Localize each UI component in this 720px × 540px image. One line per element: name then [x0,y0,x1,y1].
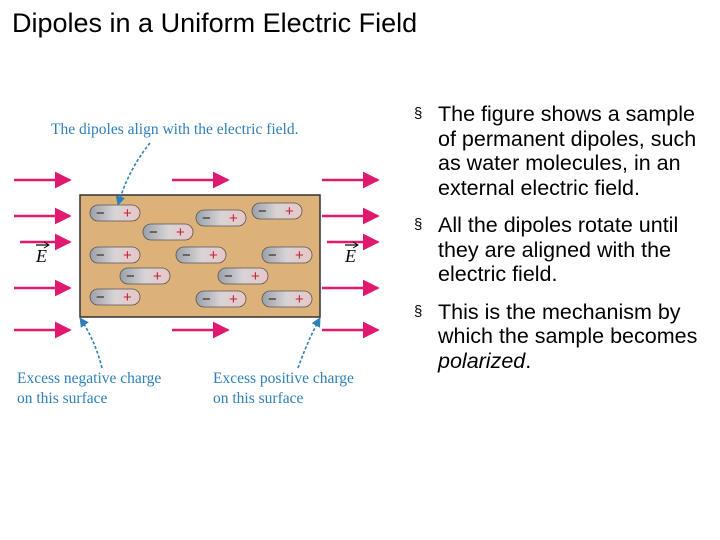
positive-charge-sign: + [123,205,132,222]
positive-charge-sign: + [123,247,132,264]
bottom-right-label-line-2: on this surface [213,390,304,407]
bullet-item: § The figure shows a sample of permanent… [414,102,714,200]
bullet-text: This is the mechanism by which the sampl… [438,299,698,373]
pointer-arrow [297,317,321,369]
positive-charge-sign: + [295,291,304,308]
dipole: −+ [195,290,247,308]
bottom-left-label-line-1: Excess negative charge [17,370,161,387]
emphasis-polarized: polarized [438,348,526,373]
pointer-arrow [115,142,151,206]
negative-charge-sign: − [268,247,277,264]
negative-charge-sign: − [96,247,105,264]
negative-charge-sign: − [224,268,233,285]
negative-charge-sign: − [202,210,211,227]
positive-charge-sign: + [209,247,218,264]
negative-charge-sign: − [149,224,158,241]
positive-charge-sign: + [285,203,294,220]
bullet-list: § The figure shows a sample of permanent… [414,102,714,386]
dipole: −+ [261,290,313,308]
dipole: −+ [89,246,141,264]
top-label: The dipoles align with the electric fiel… [51,121,299,138]
svg-text:E: E [35,246,47,266]
negative-charge-sign: − [96,205,105,222]
positive-charge-sign: + [153,268,162,285]
negative-charge-sign: − [202,291,211,308]
bullet-item: § All the dipoles rotate until they are … [414,213,714,287]
positive-charge-sign: + [176,224,185,241]
bullet-text: All the dipoles rotate until they are al… [438,213,679,286]
positive-charge-sign: + [123,289,132,306]
dipole: −+ [195,209,247,227]
dipoles: −+−+−+−+−+−+−+−+−+−+−+−+ [89,202,313,308]
svg-text:E: E [344,246,356,266]
bullet-marker: § [414,105,423,122]
negative-charge-sign: − [96,289,105,306]
slide-title: Dipoles in a Uniform Electric Field [12,8,418,38]
bullet-marker: § [414,216,423,233]
dipole-diagram: E E −+−+−+−+−+−+−+−+−+−+−+−+ The dipoles… [14,121,380,407]
negative-charge-sign: − [182,247,191,264]
negative-charge-sign: − [268,291,277,308]
pointer-arrows [79,142,321,369]
positive-charge-sign: + [229,291,238,308]
dipole: −+ [251,202,303,220]
bottom-right-label-line-1: Excess positive charge [213,370,354,387]
positive-charge-sign: + [229,210,238,227]
dipole: −+ [119,267,171,285]
bottom-left-label-line-2: on this surface [17,390,108,407]
bullet-text: The figure shows a sample of permanent d… [438,102,697,200]
dipole: −+ [217,267,269,285]
positive-charge-sign: + [251,268,260,285]
bullet-item: § This is the mechanism by which the sam… [414,300,714,374]
field-arrows [14,171,380,339]
field-label-right: E [344,241,359,266]
dipole: −+ [142,223,194,241]
dipole: −+ [261,246,313,264]
bullet-marker: § [414,302,423,320]
field-label-left: E [35,241,50,266]
pointer-arrow [79,317,103,369]
dipole: −+ [175,246,227,264]
positive-charge-sign: + [295,247,304,264]
negative-charge-sign: − [126,268,135,285]
dipole: −+ [89,204,141,222]
dipole: −+ [89,288,141,306]
negative-charge-sign: − [258,203,267,220]
